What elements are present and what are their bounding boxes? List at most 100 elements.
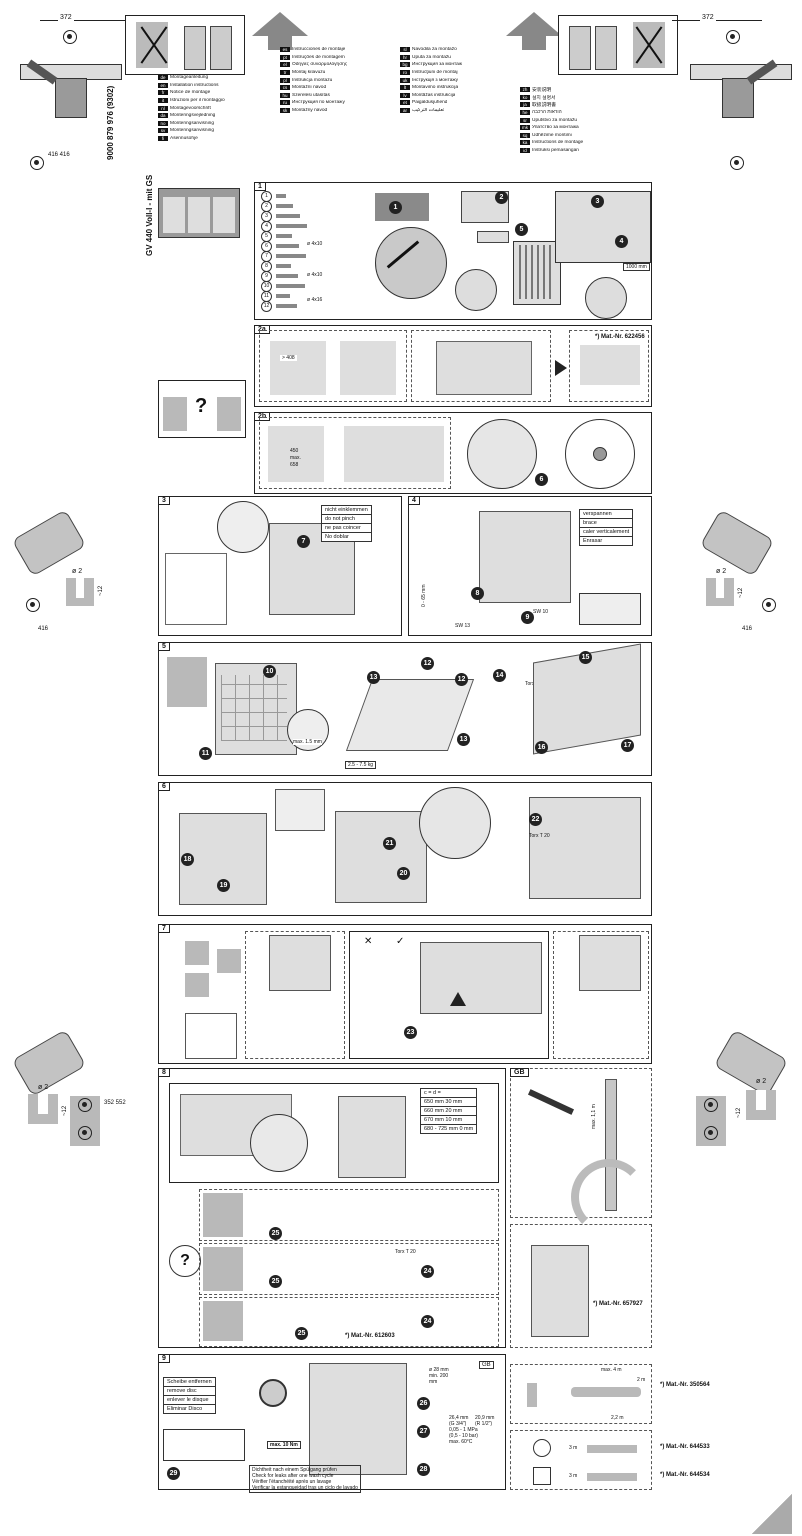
- drill-diameter-lower-right: ø 2: [756, 1078, 767, 1085]
- language-title: تعليمات التركيب: [412, 108, 445, 114]
- language-code: el: [280, 62, 290, 68]
- part-row: 8: [261, 260, 321, 272]
- language-code: lt: [400, 85, 410, 91]
- max-torque: max. 10 Nm: [267, 1441, 301, 1449]
- spec: (G 3/4"): [449, 1421, 467, 1427]
- panel-stack: [185, 973, 209, 997]
- warning-triangle-icon: [450, 992, 466, 1006]
- header-panel-right: [558, 15, 678, 75]
- gb-panel-2: *) Mat.-Nr. 657927: [510, 1224, 652, 1348]
- arrow-right-icon: [555, 360, 567, 376]
- top-left-dimension-line: [40, 20, 130, 21]
- language-code: tr: [280, 70, 290, 76]
- drill-depth-right: ~12: [738, 587, 744, 598]
- arrow-up-right-icon: [506, 12, 562, 36]
- part-icon: [276, 254, 306, 258]
- language-code: es: [280, 47, 290, 53]
- table-row: 660 mm 20 mm: [419, 1106, 478, 1116]
- part-row: 10: [261, 280, 321, 292]
- section-3: 3 7 nicht einklemmen do not pinch ne pas…: [158, 496, 402, 636]
- part-number: 11: [261, 290, 272, 302]
- spec-box-2: 20,9 mm (R 1/2"): [475, 1415, 494, 1427]
- language-title: Istruzioni per il montaggio: [170, 98, 225, 104]
- language-title: Instructions de montage: [532, 140, 584, 146]
- side-dim-lower-left: 352 552: [104, 1100, 126, 1106]
- step-15-marker: 15: [579, 651, 592, 664]
- step-26-marker: 26: [417, 1397, 430, 1410]
- magnifier-circle: [250, 1114, 308, 1172]
- door-image: [269, 935, 331, 991]
- step-3-marker: 3: [591, 195, 604, 208]
- mat-nr: *) Mat.-Nr. 644534: [660, 1472, 710, 1478]
- language-code: bg: [400, 62, 410, 68]
- language-code: fr: [158, 90, 168, 96]
- drill-diameter-right: ø 2: [716, 568, 727, 575]
- language-code: fi: [158, 136, 168, 142]
- step-10-marker: 10: [263, 665, 276, 678]
- step-12-marker: 12: [455, 673, 468, 686]
- language-title: Asennusohje: [170, 136, 198, 142]
- drill-slot-lower-right: [756, 1090, 766, 1110]
- question-mark: ?: [195, 395, 208, 417]
- cabinet-thumbnail: [158, 188, 240, 238]
- drill-depth-lower-right: ~12: [736, 1107, 742, 1118]
- step-28-marker: 28: [417, 1463, 430, 1476]
- top-right-dimension-line: [672, 20, 762, 21]
- section-7: 7 23 ✓ ✕: [158, 924, 652, 1064]
- magnifier-circle: [217, 501, 269, 553]
- crosshair-top-left: [63, 30, 77, 44]
- language-title: Monteringsvejledning: [170, 113, 216, 119]
- language-title: 설치 설명서: [532, 95, 556, 101]
- hose-length: max. 4 m: [601, 1367, 622, 1373]
- header-panel-left: [125, 15, 245, 75]
- installation-panel: 450 max. 658: [259, 417, 451, 489]
- disc-text: enlever le disque: [164, 1396, 215, 1405]
- dishwasher-image: [335, 811, 427, 903]
- drain-spec: ø 28 mm: [429, 1367, 449, 1373]
- language-code: et: [400, 100, 410, 106]
- hose-curve: [571, 1159, 647, 1235]
- language-code: sv: [158, 128, 168, 134]
- section-number: 4: [408, 496, 420, 505]
- language-title: Instruksi pemasangan: [532, 148, 579, 154]
- formula: c = d =: [419, 1088, 478, 1098]
- dishwasher-image: [479, 511, 571, 603]
- language-title: Paigaldusjuhend: [412, 100, 448, 106]
- part-row: 2: [261, 200, 321, 212]
- part-row: 1: [261, 190, 321, 202]
- cabinet-door: [188, 197, 210, 233]
- dishwasher-image: [309, 1363, 407, 1475]
- drill-icon: [699, 509, 775, 577]
- step-13-marker: 13: [457, 733, 470, 746]
- warning-text: No doblar: [325, 534, 349, 540]
- check-text: Vérifier l'étanchéité après un lavage: [252, 1479, 332, 1485]
- hose-part: [587, 1473, 637, 1481]
- cabinet-image: [529, 797, 641, 899]
- section-number: 7: [158, 924, 170, 933]
- section-number: 1: [254, 182, 266, 191]
- language-code: zh: [520, 87, 530, 93]
- drill-depth-lower-left: ~12: [62, 1105, 68, 1116]
- warning-text: brace: [580, 519, 633, 528]
- language-title: Uputa za montažu: [412, 54, 451, 60]
- wall-bracket-left-post: [55, 78, 87, 118]
- cabinet-door: [163, 197, 185, 233]
- language-code: mk: [520, 125, 530, 131]
- panel-piece: [210, 26, 232, 70]
- model-name: GV 440 Voll-I - mit GS: [145, 174, 154, 256]
- screw-label: ø 4x10: [307, 272, 323, 278]
- language-code: sl: [400, 47, 410, 53]
